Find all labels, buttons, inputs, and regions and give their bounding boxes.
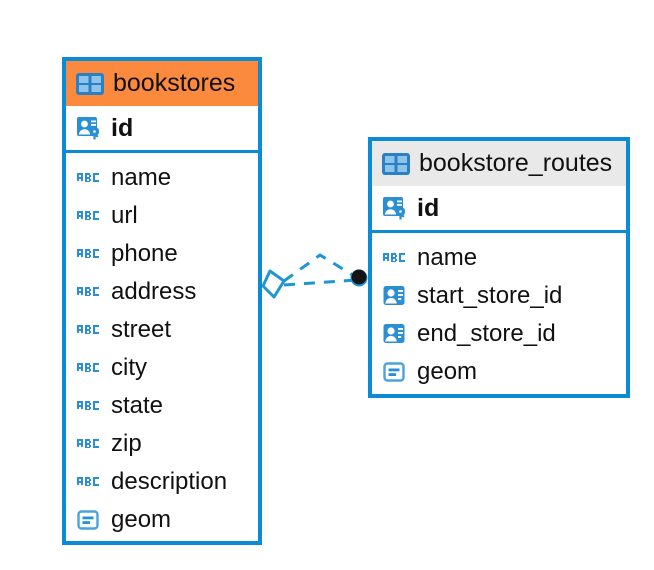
field-row-end-store-id[interactable]: end_store_id xyxy=(372,315,626,353)
field-label: start_store_id xyxy=(417,282,563,309)
field-label: end_store_id xyxy=(417,320,556,347)
field-row-url[interactable]: url xyxy=(66,197,258,235)
field-row-start-store-id[interactable]: start_store_id xyxy=(372,277,626,315)
entity-header-bookstores[interactable]: bookstores xyxy=(66,61,258,106)
field-label: url xyxy=(111,202,138,229)
abc-text-icon xyxy=(77,363,99,372)
geometry-icon xyxy=(77,510,99,530)
field-row-city[interactable]: city xyxy=(66,349,258,387)
table-grid-icon xyxy=(76,72,104,95)
field-row-address[interactable]: address xyxy=(66,273,258,311)
abc-text-icon xyxy=(77,439,99,448)
relationship-line-lower xyxy=(283,278,357,287)
field-label: name xyxy=(417,244,478,271)
field-row-name[interactable]: name xyxy=(66,159,258,197)
entity-title-bookstores: bookstores xyxy=(113,69,236,97)
field-row-phone[interactable]: phone xyxy=(66,235,258,273)
field-label: name xyxy=(111,164,172,191)
abc-text-icon xyxy=(383,253,405,262)
relationship-target-circle-icon xyxy=(350,269,368,287)
abc-text-icon xyxy=(77,211,99,220)
field-row-geom[interactable]: geom xyxy=(66,501,258,539)
field-label: state xyxy=(111,392,164,419)
abc-text-icon xyxy=(77,401,99,410)
entity-bookstores[interactable]: bookstores id xyxy=(62,57,262,545)
entity-title-bookstore-routes: bookstore_routes xyxy=(419,149,613,177)
abc-text-icon xyxy=(77,249,99,258)
geometry-icon xyxy=(383,362,405,382)
field-label: zip xyxy=(111,430,142,457)
field-row-primary-key[interactable]: id xyxy=(66,106,258,153)
field-label: city xyxy=(111,354,147,381)
foreign-key-icon xyxy=(383,286,405,305)
abc-text-icon xyxy=(77,287,99,296)
table-grid-icon xyxy=(382,152,410,175)
foreign-key-icon xyxy=(383,324,405,343)
field-row-name[interactable]: name xyxy=(372,239,626,277)
field-label: geom xyxy=(417,358,478,385)
field-row-street[interactable]: street xyxy=(66,311,258,349)
abc-text-icon xyxy=(77,173,99,182)
relationship-line-upper xyxy=(283,253,357,283)
field-label: address xyxy=(111,278,197,305)
field-list-bookstore-routes: name start_store_id xyxy=(372,233,626,398)
abc-text-icon xyxy=(77,477,99,486)
field-list-bookstores: name url xyxy=(66,153,258,546)
entity-header-bookstore-routes[interactable]: bookstore_routes xyxy=(372,141,626,186)
field-label: description xyxy=(111,468,228,495)
primary-key-icon xyxy=(383,197,406,220)
field-label: phone xyxy=(111,240,178,267)
relationship-source-diamond-icon xyxy=(261,269,286,299)
entity-bookstore-routes[interactable]: bookstore_routes id xyxy=(368,137,630,398)
field-label-id: id xyxy=(417,193,440,222)
field-row-zip[interactable]: zip xyxy=(66,425,258,463)
primary-key-icon xyxy=(77,117,100,140)
field-row-description[interactable]: description xyxy=(66,463,258,501)
field-row-primary-key[interactable]: id xyxy=(372,186,626,233)
field-row-geom[interactable]: geom xyxy=(372,353,626,391)
field-row-state[interactable]: state xyxy=(66,387,258,425)
abc-text-icon xyxy=(77,325,99,334)
field-label: street xyxy=(111,316,172,343)
field-label: geom xyxy=(111,506,172,533)
field-label-id: id xyxy=(111,113,134,142)
